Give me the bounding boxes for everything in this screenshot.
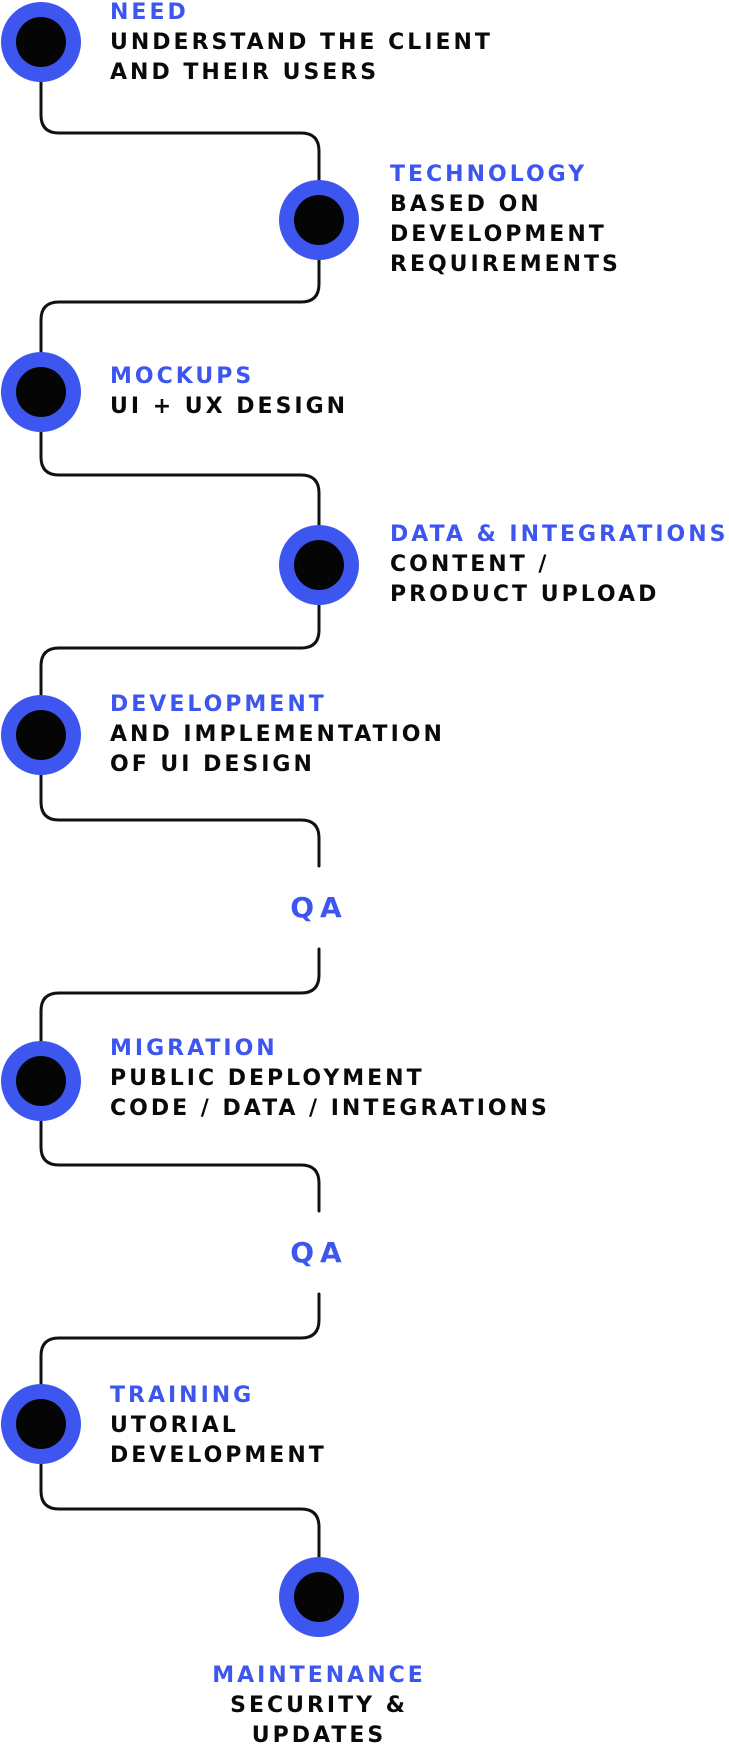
step-node-mockups: [1, 352, 81, 432]
step-line: REQUIREMENTS: [390, 252, 621, 277]
step-line: AND IMPLEMENTATION: [110, 722, 445, 747]
step-node-need: [1, 2, 81, 82]
node-core: [294, 195, 344, 245]
step-title: DATA & INTEGRATIONS: [390, 522, 729, 547]
step-text-technology: TECHNOLOGY BASED ON DEVELOPMENT REQUIREM…: [390, 160, 621, 280]
step-text-mockups: MOCKUPS UI + UX DESIGN: [110, 362, 348, 422]
step-line: DEVELOPMENT: [390, 222, 607, 247]
step-title: NEED: [110, 0, 189, 25]
step-line: CODE / DATA / INTEGRATIONS: [110, 1096, 550, 1121]
step-line: UPDATES: [251, 1723, 387, 1748]
node-core: [294, 540, 344, 590]
step-text-development: DEVELOPMENT AND IMPLEMENTATION OF UI DES…: [110, 690, 445, 780]
node-core: [16, 1056, 66, 1106]
node-core: [16, 367, 66, 417]
qa-checkpoint: QA: [290, 1236, 348, 1269]
step-line: BASED ON: [390, 192, 542, 217]
step-node-maintenance: [279, 1557, 359, 1637]
step-text-need: NEED UNDERSTAND THE CLIENT AND THEIR USE…: [110, 0, 493, 88]
step-title: MIGRATION: [110, 1036, 278, 1061]
step-text-data-integrations: DATA & INTEGRATIONS CONTENT / PRODUCT UP…: [390, 520, 729, 610]
step-text-maintenance: MAINTENANCE SECURITY & UPDATES: [169, 1661, 469, 1751]
node-core: [16, 710, 66, 760]
step-line: PRODUCT UPLOAD: [390, 582, 660, 607]
step-text-training: TRAINING UTORIAL DEVELOPMENT: [110, 1381, 327, 1471]
step-node-training: [1, 1384, 81, 1464]
step-line: UI + UX DESIGN: [110, 394, 349, 419]
step-title: TRAINING: [110, 1383, 255, 1408]
step-line: AND THEIR USERS: [110, 60, 380, 85]
step-line: PUBLIC DEPLOYMENT: [110, 1066, 425, 1091]
step-node-data-integrations: [279, 525, 359, 605]
step-title: MOCKUPS: [110, 364, 255, 389]
step-node-technology: [279, 180, 359, 260]
step-node-development: [1, 695, 81, 775]
step-line: OF UI DESIGN: [110, 752, 315, 777]
step-line: DEVELOPMENT: [110, 1443, 327, 1468]
step-line: UTORIAL: [110, 1413, 239, 1438]
step-line: SECURITY &: [230, 1693, 408, 1718]
step-node-migration: [1, 1041, 81, 1121]
step-line: UNDERSTAND THE CLIENT: [110, 30, 493, 55]
qa-checkpoint: QA: [290, 891, 348, 924]
node-core: [294, 1572, 344, 1622]
node-core: [16, 17, 66, 67]
step-text-migration: MIGRATION PUBLIC DEPLOYMENT CODE / DATA …: [110, 1034, 550, 1124]
node-core: [16, 1399, 66, 1449]
step-title: MAINTENANCE: [212, 1663, 426, 1688]
step-title: TECHNOLOGY: [390, 162, 588, 187]
step-title: DEVELOPMENT: [110, 692, 327, 717]
step-line: CONTENT /: [390, 552, 550, 577]
